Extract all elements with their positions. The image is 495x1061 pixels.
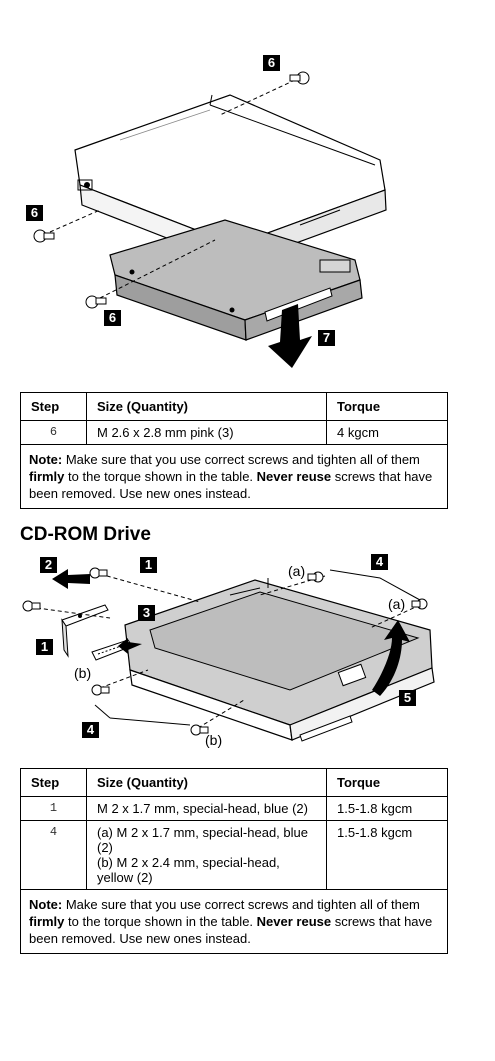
section-title: CD-ROM Drive bbox=[20, 524, 151, 545]
callout-3: 3 bbox=[138, 605, 155, 621]
cell-step: 6 bbox=[20, 420, 87, 445]
label-a-top: (a) bbox=[288, 563, 306, 579]
header-step: Step bbox=[20, 768, 87, 797]
callout-1-top: 1 bbox=[140, 557, 157, 573]
note-emph-firmly: firmly bbox=[29, 469, 65, 484]
note-text-2: to the torque shown in the table. bbox=[64, 469, 257, 484]
cell-torque: 4 kgcm bbox=[326, 420, 448, 445]
callout-4-bottom: 4 bbox=[82, 722, 99, 738]
cell-step: 4 bbox=[20, 820, 87, 890]
cdrom-drive-illustration bbox=[22, 567, 435, 742]
callout-7: 7 bbox=[318, 330, 335, 346]
screw-icon bbox=[307, 571, 324, 583]
screw-spec-table-2: Step Size (Quantity) Torque 1 M 2 x 1.7 … bbox=[20, 768, 448, 954]
note-label: Note: bbox=[29, 897, 63, 912]
screw-icon bbox=[33, 229, 55, 243]
cell-torque: 1.5-1.8 kgcm bbox=[326, 796, 448, 821]
callout-6-left: 6 bbox=[26, 205, 43, 221]
callout-6-top: 6 bbox=[263, 55, 280, 71]
note-emph-firmly: firmly bbox=[29, 914, 65, 929]
callout-6-bottom: 6 bbox=[104, 310, 121, 326]
screw-icon bbox=[22, 600, 41, 612]
screw-icon bbox=[411, 598, 428, 610]
note-row: Note: Make sure that you use correct scr… bbox=[20, 889, 448, 954]
size-line-a: (a) M 2 x 1.7 mm, special-head, blue (2) bbox=[97, 825, 308, 855]
cell-size: M 2 x 1.7 mm, special-head, blue (2) bbox=[86, 796, 327, 821]
table-header-row: Step Size (Quantity) Torque bbox=[20, 392, 448, 421]
header-torque: Torque bbox=[326, 768, 448, 797]
note-text-1: Make sure that you use correct screws an… bbox=[62, 897, 420, 912]
table-row: 4 (a) M 2 x 1.7 mm, special-head, blue (… bbox=[20, 820, 448, 890]
note-text-1: Make sure that you use correct screws an… bbox=[62, 452, 420, 467]
callout-2: 2 bbox=[40, 557, 57, 573]
curved-arrow-icon bbox=[372, 620, 410, 696]
screw-spec-table-1: Step Size (Quantity) Torque 6 M 2.6 x 2.… bbox=[20, 392, 448, 509]
cell-step: 1 bbox=[20, 796, 87, 821]
note-cell: Note: Make sure that you use correct scr… bbox=[20, 444, 448, 509]
callout-1-left: 1 bbox=[36, 639, 53, 655]
table-header-row: Step Size (Quantity) Torque bbox=[20, 768, 448, 797]
screw-icon bbox=[91, 684, 110, 696]
note-text-3: screws that have been removed. Use new o… bbox=[29, 469, 433, 501]
note-text-3: screws that have been removed. Use new o… bbox=[29, 914, 433, 946]
label-a-right: (a) bbox=[388, 596, 406, 612]
note-text-2: to the torque shown in the table. bbox=[64, 914, 257, 929]
table-row: 1 M 2 x 1.7 mm, special-head, blue (2) 1… bbox=[20, 796, 448, 821]
note-emph-never-reuse: Never reuse bbox=[256, 914, 332, 929]
note-emph-never-reuse: Never reuse bbox=[256, 469, 332, 484]
header-size: Size (Quantity) bbox=[86, 392, 327, 421]
header-step: Step bbox=[20, 392, 87, 421]
cell-size: M 2.6 x 2.8 mm pink (3) bbox=[86, 420, 327, 445]
size-line-b: (b) M 2 x 2.4 mm, special-head, yellow (… bbox=[97, 855, 280, 885]
drive-removal-illustration bbox=[33, 71, 387, 368]
table-row: 6 M 2.6 x 2.8 mm pink (3) 4 kgcm bbox=[20, 420, 448, 445]
label-b-left: (b) bbox=[74, 665, 92, 681]
cell-torque: 1.5-1.8 kgcm bbox=[326, 820, 448, 890]
cell-size: (a) M 2 x 1.7 mm, special-head, blue (2)… bbox=[86, 820, 327, 890]
screw-icon bbox=[89, 567, 108, 579]
screw-icon bbox=[85, 295, 107, 309]
arrow-down-icon bbox=[268, 304, 312, 368]
screw-icon bbox=[289, 71, 310, 85]
figure-drive-removal: 6 6 6 7 bbox=[0, 40, 495, 380]
figure-cdrom-drive: 2 1 3 1 4 4 5 (a) (a) (b) (b) bbox=[0, 550, 495, 760]
note-row: Note: Make sure that you use correct scr… bbox=[20, 444, 448, 509]
callout-4-top: 4 bbox=[371, 554, 388, 570]
screw-icon bbox=[190, 724, 209, 736]
note-cell: Note: Make sure that you use correct scr… bbox=[20, 889, 448, 954]
note-label: Note: bbox=[29, 452, 63, 467]
callout-5: 5 bbox=[399, 690, 416, 706]
header-size: Size (Quantity) bbox=[86, 768, 327, 797]
header-torque: Torque bbox=[326, 392, 448, 421]
label-b-bottom: (b) bbox=[205, 732, 223, 748]
arrow-left-icon bbox=[52, 569, 90, 589]
